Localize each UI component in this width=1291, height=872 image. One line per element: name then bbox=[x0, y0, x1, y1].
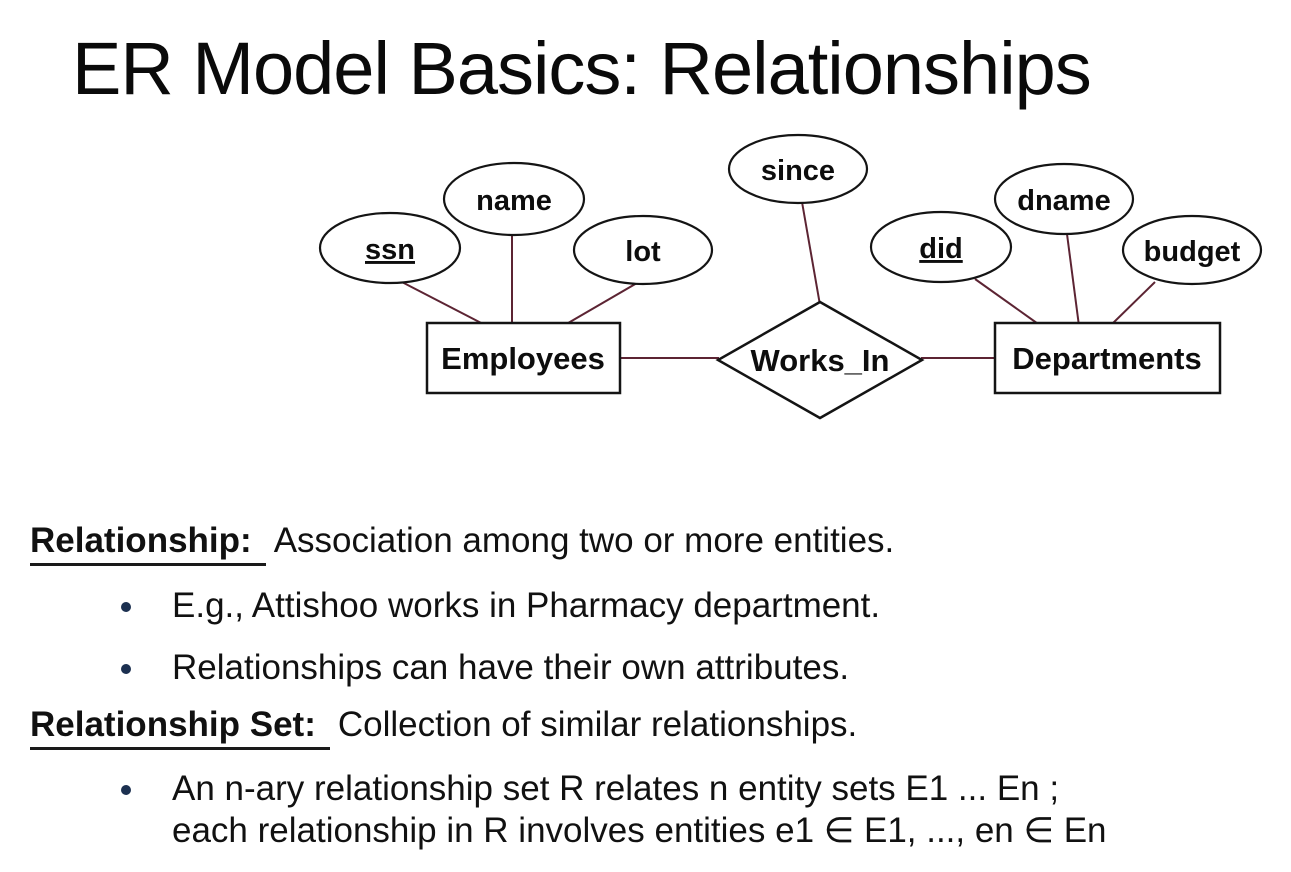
attribute-label-did: did bbox=[919, 233, 963, 265]
page-title: ER Model Basics: Relationships bbox=[72, 27, 1092, 110]
connector-since-works-in bbox=[801, 201, 821, 306]
relationship-diamond-works-in bbox=[715, 300, 925, 420]
attribute-ellipse-name bbox=[442, 161, 586, 237]
attribute-label-name: name bbox=[476, 185, 552, 217]
connector-dname-departments bbox=[1066, 233, 1080, 327]
attribute-ellipse-since bbox=[727, 133, 869, 205]
attribute-ellipse-lot bbox=[572, 214, 714, 286]
bullet-icon bbox=[121, 664, 131, 674]
bullet-icon bbox=[121, 602, 131, 612]
bullet-text: E.g., Attishoo works in Pharmacy departm… bbox=[172, 586, 881, 625]
bullet-text: Relationships can have their own attribu… bbox=[172, 648, 850, 687]
connector-lines bbox=[397, 201, 1156, 359]
entity-box-employees bbox=[425, 321, 622, 395]
bullet-line-1: An n-ary relationship set R relates n en… bbox=[172, 769, 1060, 808]
bullet-attishoo-example: E.g., Attishoo works in Pharmacy departm… bbox=[121, 585, 880, 627]
attribute-ellipse-did bbox=[869, 210, 1013, 284]
attribute-label-dname: dname bbox=[1017, 185, 1110, 217]
attribute-ellipse-dname bbox=[993, 162, 1135, 236]
term-relationship-set: Relationship Set: bbox=[30, 704, 330, 750]
definition-line-relationship-set: Relationship Set:Collection of similar r… bbox=[30, 704, 857, 750]
definition-text-relationship-set: Collection of similar relationships. bbox=[337, 705, 858, 744]
attribute-label-since: since bbox=[761, 155, 835, 187]
connector-budget-departments bbox=[1109, 281, 1156, 327]
relationship-label-works-in: Works_In bbox=[751, 343, 890, 378]
definition-text-relationship: Association among two or more entities. bbox=[273, 521, 895, 560]
bullet-line-2: each relationship in R involves entities… bbox=[172, 811, 1107, 851]
attribute-label-lot: lot bbox=[625, 236, 661, 268]
bullet-own-attributes: Relationships can have their own attribu… bbox=[121, 647, 849, 689]
definition-line-relationship: Relationship:Association among two or mo… bbox=[30, 520, 894, 566]
attribute-label-ssn: ssn bbox=[365, 234, 415, 266]
entity-label-departments: Departments bbox=[1012, 341, 1202, 376]
term-relationship: Relationship: bbox=[30, 520, 266, 566]
connector-lot-employees bbox=[562, 282, 638, 327]
connector-ssn-employees bbox=[397, 279, 488, 327]
attribute-label-budget: budget bbox=[1144, 236, 1241, 268]
entity-box-departments bbox=[993, 321, 1222, 395]
attribute-ellipse-budget bbox=[1121, 214, 1263, 286]
er-diagram: ssn name lot since did dname budget Empl… bbox=[318, 133, 1263, 420]
bullet-icon bbox=[121, 785, 131, 795]
bullet-text: An n-ary relationship set R relates n en… bbox=[172, 768, 1107, 853]
attribute-ellipse-ssn bbox=[318, 211, 462, 285]
bullet-nary-relationship: An n-ary relationship set R relates n en… bbox=[121, 768, 1107, 853]
diagram-shapes bbox=[318, 133, 1263, 420]
entity-label-employees: Employees bbox=[441, 341, 605, 376]
connector-did-departments bbox=[974, 278, 1042, 327]
